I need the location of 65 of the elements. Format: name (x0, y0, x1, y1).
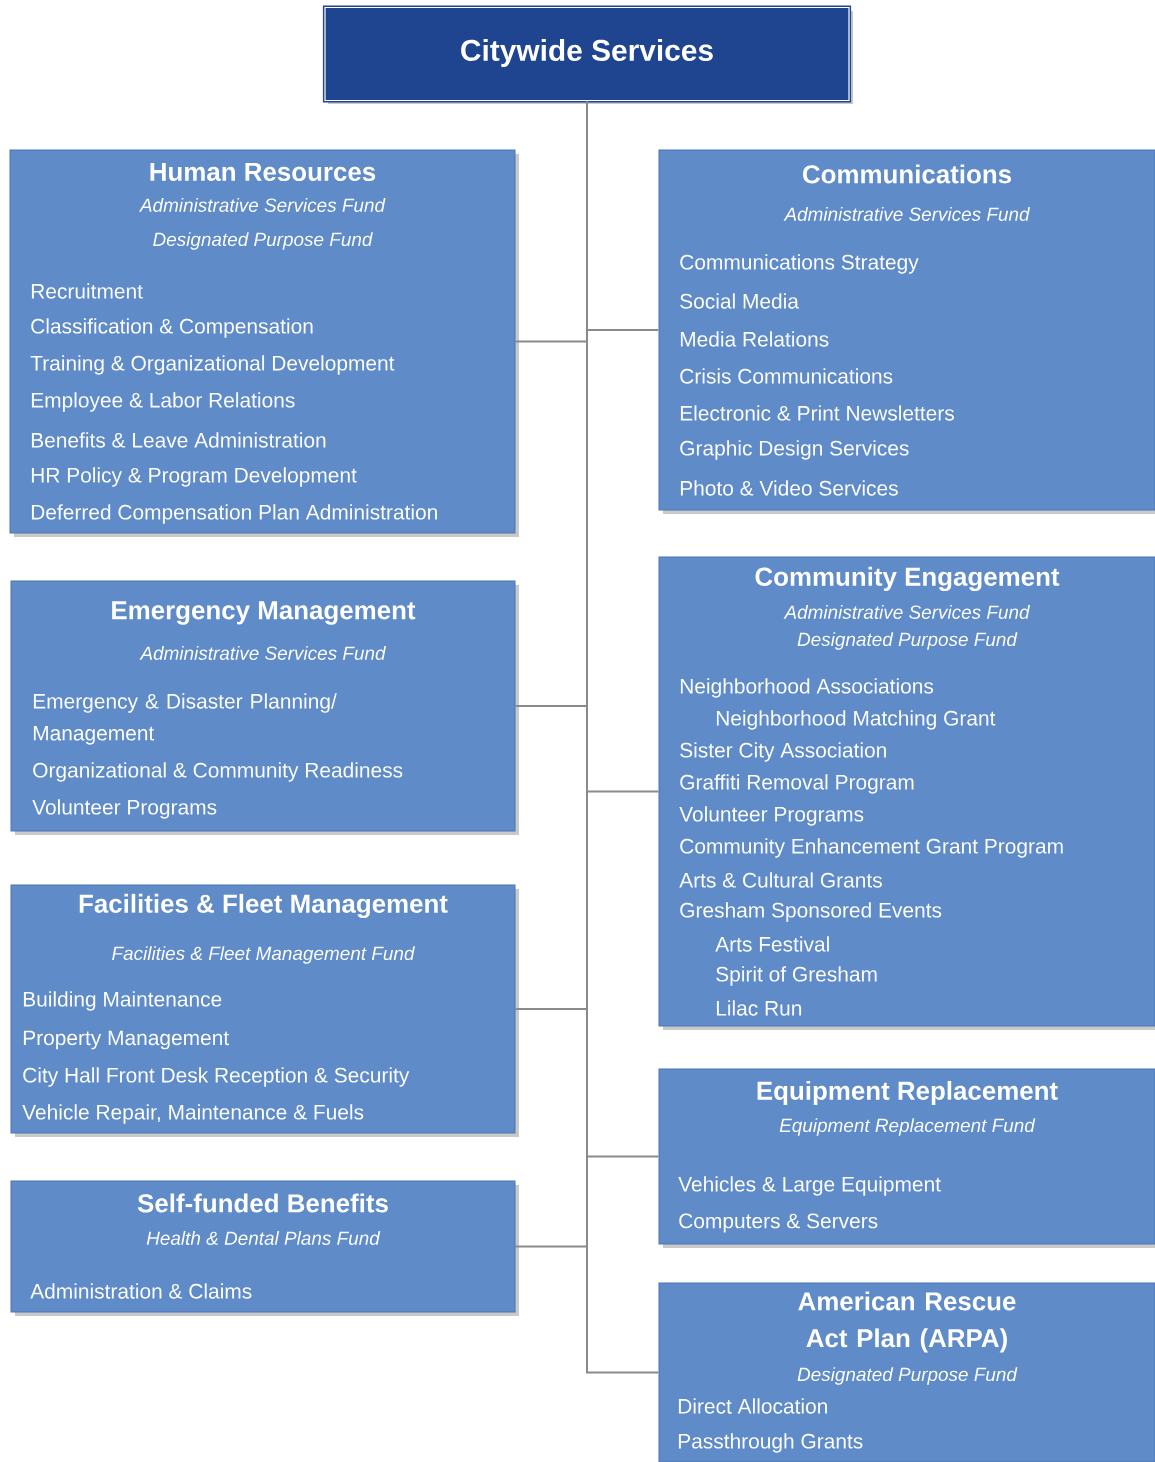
fund-name: Administrative Services Fund (139, 198, 386, 212)
service-box (10, 580, 519, 835)
service-box (658, 149, 1155, 514)
service-item: Lilac Run (716, 1000, 802, 1016)
service-item: Gresham Sponsored Events (680, 902, 942, 922)
service-item: Direct Allocation (678, 1398, 827, 1414)
service-box (9, 149, 519, 537)
box-heading: Human Resources (150, 162, 376, 181)
service-item: Administration & Claims (30, 1283, 252, 1299)
service-item: Communications Strategy (680, 254, 919, 274)
service-item: Spirit of Gresham (716, 966, 877, 986)
fund-name: Administrative Services Fund (783, 207, 1030, 221)
service-item: Training & Organizational Development (30, 355, 395, 375)
service-item: Vehicle Repair, Maintenance & Fuels (22, 1104, 364, 1124)
service-item: Photo & Video Services (680, 480, 898, 496)
service-item: Computers & Servers (679, 1213, 878, 1233)
service-item: Media Relations (680, 331, 829, 347)
service-item: Graphic Design Services (680, 440, 909, 460)
service-box (10, 884, 519, 1137)
service-item: Arts Festival (715, 936, 829, 952)
service-box (658, 1282, 1155, 1462)
service-item: HR Policy & Program Development (31, 467, 357, 487)
service-item: Building Maintenance (23, 991, 222, 1011)
service-box (10, 1180, 519, 1316)
service-item: Property Management (23, 1030, 229, 1050)
connector-line (586, 100, 660, 1374)
service-item: Community Enhancement Grant Program (680, 838, 1063, 858)
service-item: Organizational & Community Readiness (33, 762, 403, 782)
fund-name: Equipment Replacement Fund (779, 1118, 1036, 1136)
fund-name: Designated Purpose Fund (797, 1367, 1018, 1385)
service-item: Arts & Cultural Grants (679, 872, 882, 888)
service-item: Neighborhood Matching Grant (716, 710, 996, 730)
box-heading: Communications (803, 164, 1011, 184)
service-item: Recruitment (31, 283, 143, 299)
service-item: Benefits & Leave Administration (31, 432, 326, 448)
box-heading: American Rescue Act Plan (ARPA) (798, 1291, 1016, 1353)
box-heading: Emergency Management (112, 601, 416, 625)
service-item: Emergency & Disaster Planning/ Management (33, 693, 337, 745)
service-box (658, 556, 1155, 1030)
service-item: Neighborhood Associations (680, 678, 934, 698)
service-item: Deferred Compensation Plan Administration (31, 504, 437, 524)
service-item: Vehicles & Large Equipment (678, 1176, 941, 1196)
service-item: Volunteer Programs (679, 806, 864, 826)
service-item: Crisis Communications (680, 368, 893, 384)
fund-name: Administrative Services Fund (783, 605, 1030, 619)
service-item: Classification & Compensation (31, 318, 313, 338)
fund-name: Administrative Services Fund (139, 646, 386, 660)
service-item: Social Media (680, 293, 799, 309)
service-box (658, 1068, 1155, 1248)
fund-name: Designated Purpose Fund (153, 232, 373, 250)
fund-name: Facilities & Fleet Management Fund (112, 946, 415, 964)
service-item: Sister City Association (680, 742, 886, 762)
box-heading: Facilities & Fleet Management (79, 893, 448, 919)
service-item: Electronic & Print Newsletters (680, 405, 954, 421)
service-item: City Hall Front Desk Reception & Security (23, 1067, 410, 1087)
box-heading: Self-funded Benefits (137, 1193, 388, 1213)
service-item: Passthrough Grants (678, 1433, 863, 1453)
title-box: Citywide Services (322, 5, 853, 104)
box-heading: Community Engagement (755, 566, 1060, 592)
service-item: Graffiti Removal Program (680, 774, 914, 794)
service-item: Employee & Labor Relations (31, 392, 295, 412)
box-heading: Equipment Replacement (757, 1080, 1058, 1106)
fund-name: Health & Dental Plans Fund (146, 1231, 381, 1245)
service-item: Volunteer Programs (32, 799, 217, 819)
fund-name: Designated Purpose Fund (797, 632, 1018, 650)
